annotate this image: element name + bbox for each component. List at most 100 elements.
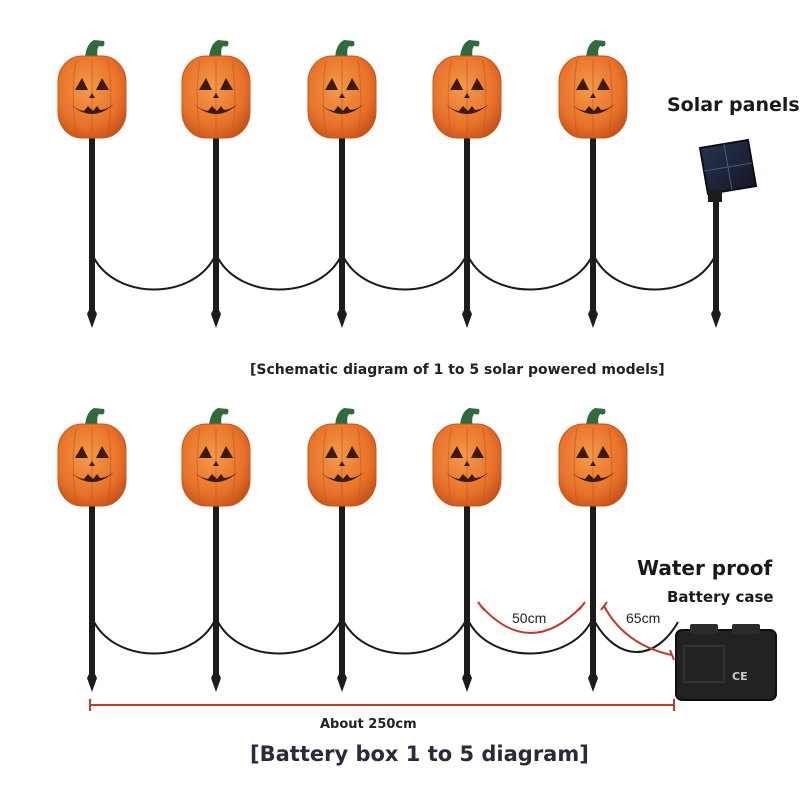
pumpkin-mouth <box>194 104 238 114</box>
extras-layer: CE <box>89 138 777 711</box>
light-stake <box>588 132 598 328</box>
pumpkin-rib <box>107 427 112 503</box>
pumpkin-eye-left <box>450 446 463 458</box>
pumpkin-mouth <box>571 104 615 114</box>
spacing-50cm-arc <box>480 605 583 634</box>
pumpkin-stem <box>209 40 229 58</box>
pumpkin-lantern <box>307 408 377 507</box>
pumpkin-eye-left <box>450 78 463 90</box>
pumpkin-eye-left <box>576 446 589 458</box>
solar-panel-grid <box>703 162 753 172</box>
pumpkins-layer <box>57 40 628 507</box>
pumpkin-lantern <box>57 40 127 139</box>
pumpkin-eye-left <box>576 78 589 90</box>
pumpkin-lantern <box>432 40 502 139</box>
pumpkin-rib <box>72 59 77 135</box>
pumpkin-mouth <box>70 472 114 482</box>
pumpkin-stem <box>586 408 606 426</box>
pumpkin-rib <box>196 427 201 503</box>
solar-diagram-caption: [Schematic diagram of 1 to 5 solar power… <box>250 362 665 378</box>
pumpkin-mouth <box>320 472 364 482</box>
pumpkin-nose <box>213 93 219 98</box>
connecting-wire <box>468 257 592 291</box>
pumpkin-nose <box>339 461 345 466</box>
pumpkin-nose <box>590 93 596 98</box>
pumpkin-mouth <box>445 472 489 482</box>
pumpkin-rib <box>357 59 362 135</box>
pumpkin-nose <box>89 93 95 98</box>
connecting-wire <box>217 257 341 291</box>
pumpkin-stem <box>460 40 480 58</box>
pumpkin-rib <box>322 59 327 135</box>
pumpkin-rib <box>482 427 487 503</box>
solar-panel-mount <box>708 190 722 202</box>
pumpkin-rib <box>482 59 487 135</box>
light-stake <box>711 198 721 328</box>
pumpkin-nose <box>464 461 470 466</box>
pumpkin-lantern <box>181 408 251 507</box>
pumpkin-rib <box>72 427 77 503</box>
wires-layer <box>93 257 715 655</box>
pumpkin-eye-right <box>96 446 109 458</box>
solar-panels-label: Solar panels <box>667 94 800 116</box>
pumpkin-eye-left <box>325 446 338 458</box>
battery-diagram-caption: [Battery box 1 to 5 diagram] <box>250 742 589 766</box>
pumpkin-eye-right <box>220 78 233 90</box>
light-stake <box>87 132 97 328</box>
pumpkin-lantern <box>432 408 502 507</box>
light-stake <box>211 500 221 692</box>
connecting-wire <box>343 621 466 655</box>
total-length-label: About 250cm <box>320 717 417 732</box>
battery-case-label: Battery case <box>667 588 774 606</box>
pumpkin-nose <box>89 461 95 466</box>
pumpkin-nose <box>213 461 219 466</box>
pumpkin-nose <box>590 461 596 466</box>
connecting-wire <box>93 621 215 655</box>
pumpkin-stem <box>335 408 355 426</box>
pumpkin-rib <box>107 59 112 135</box>
pumpkin-rib <box>608 59 613 135</box>
battery-box-clip <box>690 624 718 634</box>
light-stake <box>337 500 347 692</box>
pumpkin-lantern <box>558 408 628 507</box>
pumpkin-rib <box>231 427 236 503</box>
pumpkin-rib <box>573 427 578 503</box>
pumpkin-rib <box>357 427 362 503</box>
pumpkin-eye-left <box>199 78 212 90</box>
pumpkin-eye-right <box>96 78 109 90</box>
pumpkin-nose <box>464 93 470 98</box>
spacing-65cm-tick <box>600 601 675 661</box>
spacing-65cm-arc <box>603 605 673 656</box>
light-stake <box>462 500 472 692</box>
pumpkin-rib <box>231 59 236 135</box>
pumpkin-eye-right <box>597 78 610 90</box>
light-stake <box>211 132 221 328</box>
ce-mark: CE <box>732 670 748 683</box>
light-stake <box>87 500 97 692</box>
light-stake <box>588 500 598 692</box>
connecting-wire <box>93 257 215 291</box>
pumpkin-eye-left <box>199 446 212 458</box>
pumpkin-eye-left <box>75 446 88 458</box>
pumpkin-rib <box>447 427 452 503</box>
pumpkin-mouth <box>70 104 114 114</box>
solar-panel <box>698 138 758 202</box>
pumpkin-rib <box>322 427 327 503</box>
pumpkin-mouth <box>320 104 364 114</box>
pumpkin-stem <box>85 40 105 58</box>
battery-box: CE <box>675 624 777 701</box>
pumpkin-stem <box>586 40 606 58</box>
light-stake <box>337 132 347 328</box>
battery-box-body <box>675 629 777 701</box>
pumpkin-eye-right <box>346 446 359 458</box>
pumpkin-eye-left <box>325 78 338 90</box>
pumpkin-eye-right <box>471 78 484 90</box>
pumpkin-nose <box>339 93 345 98</box>
pumpkin-rib <box>196 59 201 135</box>
pumpkin-stem <box>460 408 480 426</box>
measurements <box>89 601 675 711</box>
pumpkin-stem <box>85 408 105 426</box>
connecting-wire <box>594 621 679 653</box>
pumpkin-rib <box>447 59 452 135</box>
pumpkin-mouth <box>571 472 615 482</box>
